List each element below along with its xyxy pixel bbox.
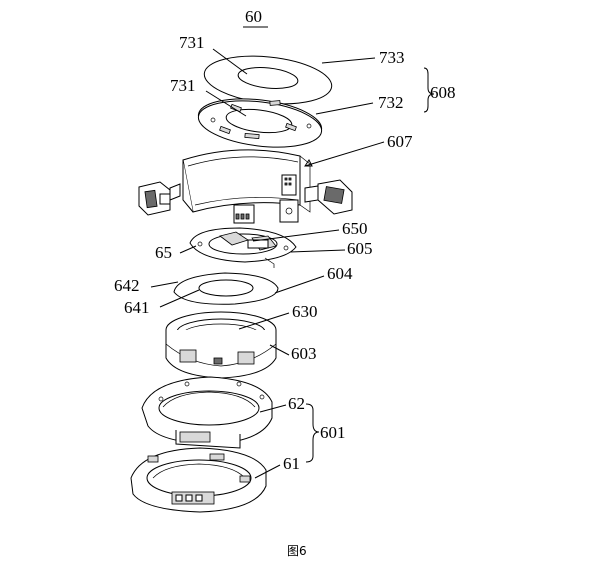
part-604-washer — [173, 272, 279, 305]
part-733-top-plate — [203, 55, 333, 105]
label-731-top: 731 — [179, 33, 205, 52]
label-641: 641 — [124, 298, 150, 317]
label-65: 65 — [155, 243, 172, 262]
label-733: 733 — [379, 48, 405, 67]
label-605: 605 — [347, 239, 373, 258]
label-603: 603 — [291, 344, 317, 363]
label-650: 650 — [342, 219, 368, 238]
label-630: 630 — [292, 302, 318, 321]
label-732: 732 — [378, 93, 404, 112]
label-642: 642 — [114, 276, 140, 295]
part-61-base-frame — [130, 447, 267, 513]
reference-labels: 731 733 608 731 732 607 650 65 605 604 6… — [114, 33, 456, 473]
part-603-carrier-ring — [165, 311, 277, 379]
label-62: 62 — [288, 394, 305, 413]
label-608: 608 — [430, 83, 456, 102]
figure-caption: 图6 — [287, 544, 307, 558]
part-607-flex-circuit — [182, 149, 311, 224]
right-clip-component — [304, 179, 353, 215]
figure-ref-number: 60 — [245, 7, 262, 26]
part-732-slotted-ring — [197, 98, 323, 148]
label-731-second: 731 — [170, 76, 196, 95]
label-601: 601 — [320, 423, 346, 442]
left-clip-component — [138, 181, 181, 216]
label-607: 607 — [387, 132, 413, 151]
part-605-spring-assembly — [189, 227, 297, 268]
part-62-upper-frame — [141, 376, 273, 449]
label-604: 604 — [327, 264, 353, 283]
label-61: 61 — [283, 454, 300, 473]
leader-lines — [150, 48, 435, 479]
